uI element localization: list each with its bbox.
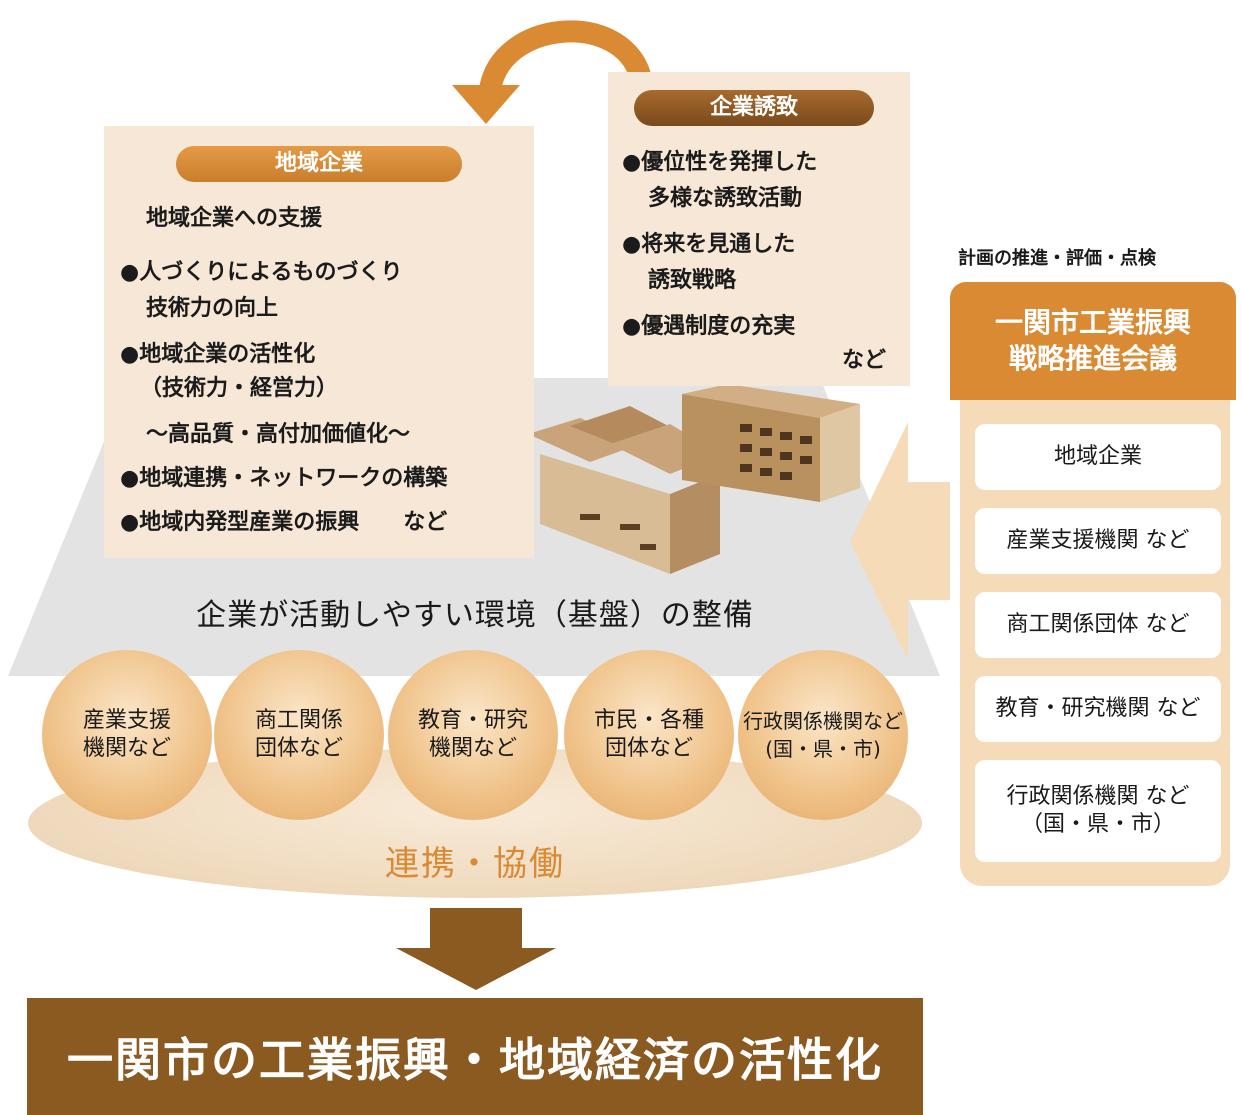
local-line-6: ●地域連携・ネットワークの構築 — [120, 466, 448, 491]
local-line-1: ●人づくりによるものづくり — [120, 260, 403, 285]
down-arrow-shaft — [430, 908, 522, 950]
circle-education: 教育・研究 機関など — [388, 650, 558, 820]
circle-support: 産業支援 機関など — [42, 650, 212, 820]
attract-line-6: など — [842, 348, 887, 373]
council-arrow — [850, 422, 950, 660]
local-line-4: （技術力・経営力） — [140, 376, 339, 401]
local-line-3: ●地域企業の活性化 — [120, 342, 316, 367]
circle-government: 行政関係機関など (国・県・市) — [738, 650, 908, 820]
council-member-2: 産業支援機関 など — [975, 508, 1221, 574]
local-line-2: 技術力の向上 — [146, 296, 279, 321]
attract-line-5: ●優遇制度の充実 — [622, 314, 796, 339]
local-line-7: ●地域内発型産業の振興 など — [120, 510, 448, 535]
local-subtitle: 地域企業への支援 — [146, 206, 323, 231]
environment-title: 企業が活動しやすい環境（基盤）の整備 — [196, 598, 754, 633]
council-member-4: 教育・研究機関 など — [975, 676, 1221, 742]
cycle-arrowhead — [452, 85, 520, 124]
result-banner: 一関市の工業振興・地域経済の活性化 — [27, 998, 923, 1115]
attract-line-2: 多様な誘致活動 — [648, 186, 803, 211]
down-arrow-head — [396, 948, 556, 990]
circle-commerce: 商工関係 団体など — [214, 650, 384, 820]
attraction-title: 企業誘致 — [634, 90, 874, 126]
council-title: 一関市工業振興 戦略推進会議 — [950, 282, 1236, 400]
collaboration-label: 連携・協働 — [385, 844, 565, 884]
council-member-3: 商工関係団体 など — [975, 592, 1221, 658]
cycle-arrow — [479, 20, 651, 93]
local-enterprise-panel — [104, 126, 534, 558]
council-member-1: 地域企業 — [975, 424, 1221, 490]
factory-illustration — [528, 384, 860, 574]
attract-line-4: 誘致戦略 — [648, 268, 737, 293]
local-line-5: ～高品質・高付加価値化～ — [146, 422, 411, 447]
council-caption: 計画の推進・評価・点検 — [958, 248, 1156, 269]
attract-line-3: ●将来を見通した — [622, 232, 796, 257]
attract-line-1: ●優位性を発揮した — [622, 150, 818, 175]
council-member-5: 行政関係機関 など （国・県・市） — [975, 760, 1221, 862]
local-enterprise-title: 地域企業 — [176, 146, 462, 182]
circle-citizens: 市民・各種 団体など — [564, 650, 734, 820]
